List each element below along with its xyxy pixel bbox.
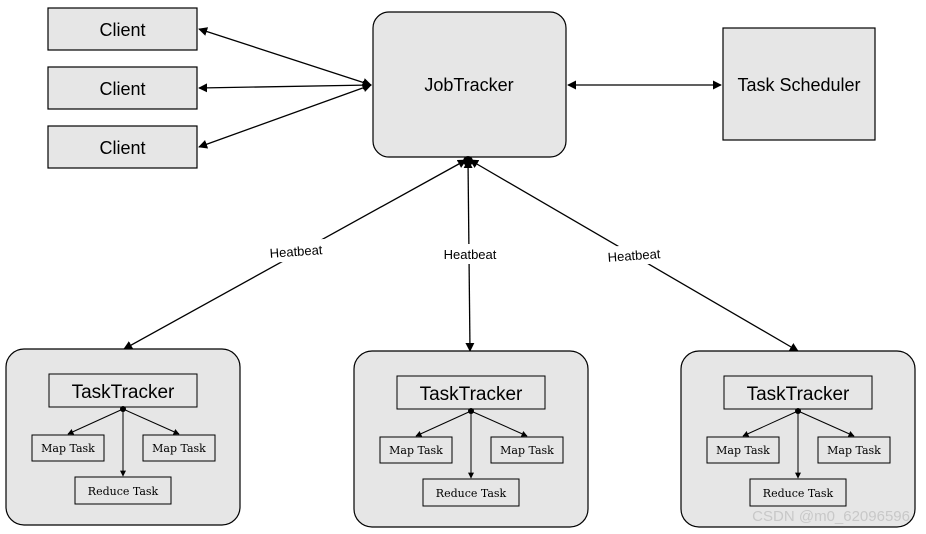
client-label-3: Client (99, 138, 145, 158)
task-tracker-title-1: TaskTracker (72, 382, 175, 403)
task-scheduler-box: Task Scheduler (722, 27, 876, 141)
heartbeat-label-1: Heatbeat (269, 242, 323, 261)
heartbeat-label-3: Heatbeat (607, 246, 661, 265)
client-1-connector (198, 27, 372, 87)
client-box-2: Client (47, 66, 198, 110)
map-task-label: Map Task (827, 444, 881, 457)
map-task-label: Map Task (41, 442, 95, 455)
task-tracker-title-3: TaskTracker (747, 384, 850, 405)
reduce-task-label: Reduce Task (436, 487, 507, 500)
map-task-label: Map Task (500, 444, 554, 457)
client-box-3: Client (47, 125, 198, 169)
watermark: CSDN @m0_62096596 (752, 508, 910, 525)
task-tracker-group-1: TaskTracker Map Task Map Task Reduce Tas… (5, 348, 241, 526)
heartbeat-hub (463, 156, 473, 166)
client-box-1: Client (47, 7, 198, 51)
map-task-label: Map Task (716, 444, 770, 457)
client-label-1: Client (99, 20, 145, 40)
reduce-task-label: Reduce Task (88, 485, 159, 498)
map-task-label: Map Task (389, 444, 443, 457)
heartbeat-label-2: Heatbeat (444, 247, 497, 262)
task-scheduler-label: Task Scheduler (737, 75, 860, 95)
task-tracker-title-2: TaskTracker (420, 384, 523, 405)
map-task-label: Map Task (152, 442, 206, 455)
client-2-connector (198, 80, 372, 93)
client-label-2: Client (99, 79, 145, 99)
task-tracker-group-3: TaskTracker Map Task Map Task Reduce Tas… (680, 350, 916, 528)
task-tracker-group-2: TaskTracker Map Task Map Task Reduce Tas… (353, 350, 589, 528)
job-tracker-label: JobTracker (424, 75, 513, 95)
reduce-task-label: Reduce Task (763, 487, 834, 500)
client-3-connector (198, 83, 372, 149)
job-tracker-box: JobTracker (372, 11, 567, 158)
